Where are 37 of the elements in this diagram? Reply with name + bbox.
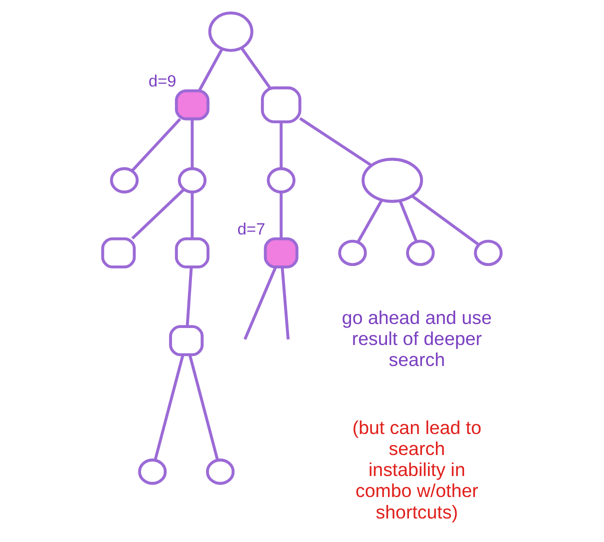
connector — [190, 192, 194, 239]
connector — [240, 47, 270, 89]
node-box — [168, 325, 204, 356]
node-circle — [338, 240, 366, 266]
connector — [130, 188, 184, 240]
connector — [398, 200, 418, 242]
node-box — [174, 89, 209, 120]
node-circle — [110, 167, 138, 194]
connector — [298, 117, 372, 167]
connector — [188, 354, 218, 460]
node-circle — [266, 167, 295, 194]
connector — [190, 119, 194, 169]
connector — [185, 266, 192, 326]
connector — [356, 200, 382, 243]
node-box — [263, 237, 298, 268]
connector — [280, 266, 290, 340]
connector — [279, 192, 282, 239]
connector — [243, 266, 276, 340]
node-circle — [406, 240, 434, 266]
connector — [410, 194, 480, 246]
node-box — [174, 237, 209, 268]
label: go ahead and use result of deeper search — [341, 307, 492, 370]
node-circle — [473, 240, 502, 266]
node-label: d=7 — [236, 220, 265, 238]
connector — [130, 118, 181, 172]
connector — [279, 122, 282, 168]
node-circle — [361, 158, 423, 203]
node-circle — [205, 458, 234, 485]
node-label: d=9 — [148, 72, 176, 90]
node-box — [100, 237, 136, 268]
node-circle — [177, 167, 206, 194]
node-box — [260, 86, 301, 124]
label: (but can lead to search instability in combo w/other shortcuts) — [352, 417, 481, 522]
connector — [198, 48, 223, 92]
connector — [153, 354, 184, 460]
node-circle — [138, 458, 166, 485]
node-circle — [208, 12, 253, 52]
